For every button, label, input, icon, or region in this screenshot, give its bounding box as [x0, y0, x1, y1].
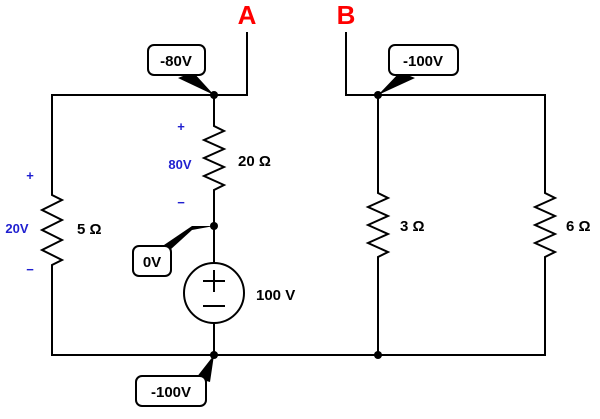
node-tag-bottom: -100V — [135, 355, 214, 407]
resistor-3-ohm — [365, 188, 391, 264]
junction-bottom-right — [374, 351, 382, 359]
r5-voltage-label: 20V — [5, 221, 28, 236]
source-label: 100 V — [256, 287, 295, 304]
r20-voltage-label: 80V — [168, 157, 191, 172]
svg-text:-100V: -100V — [151, 384, 191, 401]
r5-plus-sign: + — [26, 168, 34, 183]
node-tag-top-left: -80V — [147, 44, 214, 95]
r20-minus-sign: − — [177, 195, 185, 210]
svg-text:-80V: -80V — [160, 53, 192, 70]
voltage-source — [183, 262, 245, 324]
r20-plus-sign: + — [177, 119, 185, 134]
resistor-6-label: 6 Ω — [566, 218, 591, 235]
resistor-3-label: 3 Ω — [400, 218, 425, 235]
node-tag-top-right: -100V — [378, 44, 459, 95]
terminal-b-label: B — [337, 0, 356, 30]
wire-right-network — [345, 32, 546, 356]
resistor-20-ohm — [201, 120, 227, 196]
resistor-5-label: 5 Ω — [77, 221, 102, 238]
resistor-5-ohm — [39, 188, 65, 272]
wire-left-loop — [51, 32, 378, 356]
svg-text:0V: 0V — [143, 254, 161, 271]
resistor-20-label: 20 Ω — [238, 153, 271, 170]
terminal-a-label: A — [238, 0, 257, 30]
r5-minus-sign: − — [26, 262, 34, 277]
resistor-6-ohm — [532, 188, 558, 264]
node-tag-middle: 0V — [132, 226, 214, 277]
svg-text:-100V: -100V — [403, 53, 443, 70]
